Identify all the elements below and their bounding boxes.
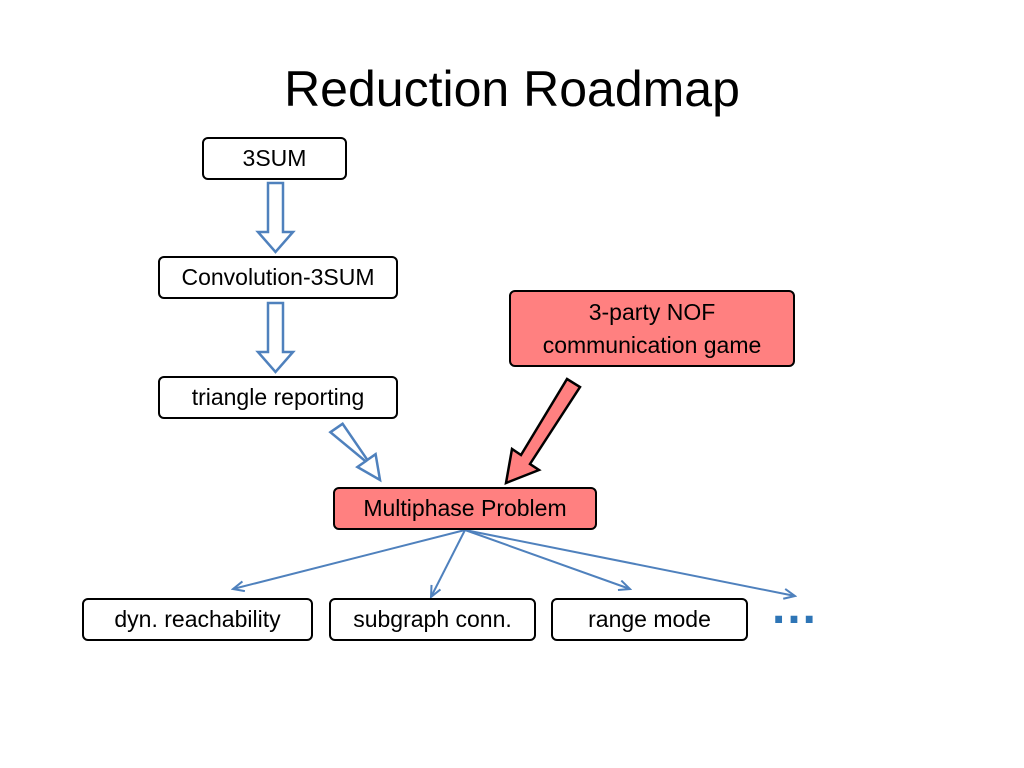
node-dyn-label: dyn. reachability <box>114 606 281 633</box>
node-multiphase-problem: Multiphase Problem <box>333 487 597 530</box>
node-subgraph-conn: subgraph conn. <box>329 598 536 641</box>
node-range-mode: range mode <box>551 598 748 641</box>
node-nof-label-line2: communication game <box>542 331 762 358</box>
node-triangle-label: triangle reporting <box>191 384 365 411</box>
node-dyn-reachability: dyn. reachability <box>82 598 313 641</box>
slide-title: Reduction Roadmap <box>284 61 740 117</box>
node-3sum: 3SUM <box>202 137 347 180</box>
node-multiphase-label: Multiphase Problem <box>363 495 567 522</box>
block-arrow-convolution-to-triangle <box>255 301 296 374</box>
arrow-to-dyn-reachability <box>233 529 466 589</box>
node-nof-label-line1: 3-party NOF <box>588 299 716 326</box>
node-convolution-label: Convolution-3SUM <box>181 264 375 291</box>
node-3sum-label: 3SUM <box>242 145 307 172</box>
node-triangle-reporting: triangle reporting <box>158 376 398 419</box>
node-subgraph-label: subgraph conn. <box>353 606 512 633</box>
block-arrow-triangle-to-multiphase <box>328 422 382 483</box>
ellipsis-more: … <box>770 581 820 634</box>
node-convolution-3sum: Convolution-3SUM <box>158 256 398 299</box>
block-arrow-3sum-to-convolution <box>255 181 296 254</box>
node-range-label: range mode <box>588 606 711 633</box>
arrow-to-range-mode <box>464 529 630 589</box>
node-nof-communication-game: 3-party NOF communication game <box>509 290 795 367</box>
arrow-to-more <box>464 529 795 596</box>
arrow-to-subgraph-conn <box>431 529 466 597</box>
block-arrow-nof-to-multiphase <box>504 377 582 485</box>
